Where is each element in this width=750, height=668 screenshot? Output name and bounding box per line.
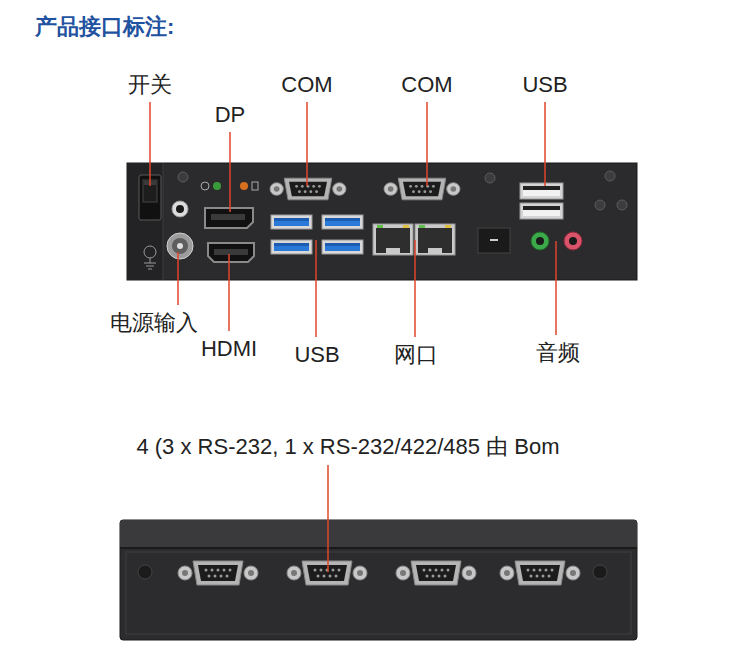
audio-jack-small <box>172 201 188 217</box>
screw <box>595 200 605 210</box>
port-label: 网口 <box>394 342 438 368</box>
com-port <box>287 561 367 585</box>
ground-symbol <box>144 246 156 269</box>
com-port <box>270 178 460 200</box>
port-label: COM <box>401 72 452 98</box>
com-port <box>396 561 476 585</box>
com-port <box>178 561 258 585</box>
port-label: HDMI <box>201 336 257 362</box>
port-label: 音频 <box>536 340 580 366</box>
front-panel <box>163 163 164 280</box>
front-panel <box>127 163 163 280</box>
screw <box>178 172 188 182</box>
screw <box>605 171 615 181</box>
port-label: USB <box>522 72 567 98</box>
audio-jack-small <box>176 205 184 213</box>
com-port <box>270 178 346 200</box>
lan-port <box>373 224 455 255</box>
ground-symbol <box>150 258 151 263</box>
com-port <box>384 178 460 200</box>
leader-line <box>315 240 317 337</box>
audio-jack <box>531 232 549 250</box>
leader-line <box>327 465 329 572</box>
port-label: 电源输入 <box>110 310 198 336</box>
leader-line <box>544 102 546 186</box>
usb3-port <box>322 240 363 254</box>
rear-panel <box>120 547 637 549</box>
rear-panel <box>120 520 637 548</box>
status-led <box>240 182 248 190</box>
leader-line <box>228 254 230 331</box>
title: 产品接口标注: <box>35 13 174 41</box>
dp-port <box>205 208 253 228</box>
leader-line <box>426 102 428 186</box>
port-label: DP <box>215 102 246 128</box>
leader-line <box>150 102 556 572</box>
usb3-port <box>271 240 312 254</box>
rear-panel <box>138 565 152 579</box>
rear-panel <box>593 565 607 579</box>
lan-port <box>415 224 455 255</box>
com-port <box>178 561 580 585</box>
slot <box>478 228 510 253</box>
front-panel <box>127 163 637 280</box>
usb3-port <box>271 215 312 229</box>
screw <box>485 173 495 183</box>
rear-panel <box>120 520 637 640</box>
com-port <box>500 561 580 585</box>
hdmi-port <box>208 243 254 262</box>
usb3-port <box>271 215 363 254</box>
ground-symbol <box>144 246 156 258</box>
ground-symbol <box>144 263 156 264</box>
front-panel <box>127 163 637 280</box>
port-label: USB <box>294 342 339 368</box>
usb2-port <box>520 183 563 199</box>
slot <box>490 239 498 241</box>
port-note: 4 (3 x RS-232, 1 x RS-232/422/485 由 Bom <box>136 434 559 460</box>
usb2-port <box>520 183 563 219</box>
dp-port <box>205 208 253 228</box>
ground-symbol <box>146 266 154 267</box>
leader-line <box>149 102 151 186</box>
audio-jack <box>569 237 577 245</box>
audio-jack <box>564 232 582 250</box>
audio-jack <box>536 237 544 245</box>
port-label: 开关 <box>128 72 172 98</box>
leader-line <box>177 252 179 305</box>
hdmi-port <box>208 243 254 262</box>
leader-line <box>414 240 416 337</box>
ground-symbol <box>148 269 152 270</box>
leader-line <box>306 102 308 186</box>
hdmi-port <box>214 249 248 255</box>
power-input <box>167 233 193 259</box>
power-input <box>167 233 193 259</box>
rear-panel <box>120 520 637 640</box>
power-input <box>177 243 183 249</box>
lan-port <box>373 224 413 255</box>
leader-line <box>229 132 231 212</box>
status-led <box>213 182 221 190</box>
status-led <box>201 182 209 190</box>
slot <box>478 228 510 253</box>
rear-panel <box>126 552 631 634</box>
port-label: COM <box>281 72 332 98</box>
leader-line <box>555 241 557 335</box>
status-led <box>252 182 258 190</box>
audio-jack-small <box>172 201 188 217</box>
usb3-port <box>322 215 363 229</box>
usb2-port <box>520 203 563 219</box>
screw <box>617 200 627 210</box>
dp-port <box>211 214 245 220</box>
power-input <box>172 238 188 254</box>
